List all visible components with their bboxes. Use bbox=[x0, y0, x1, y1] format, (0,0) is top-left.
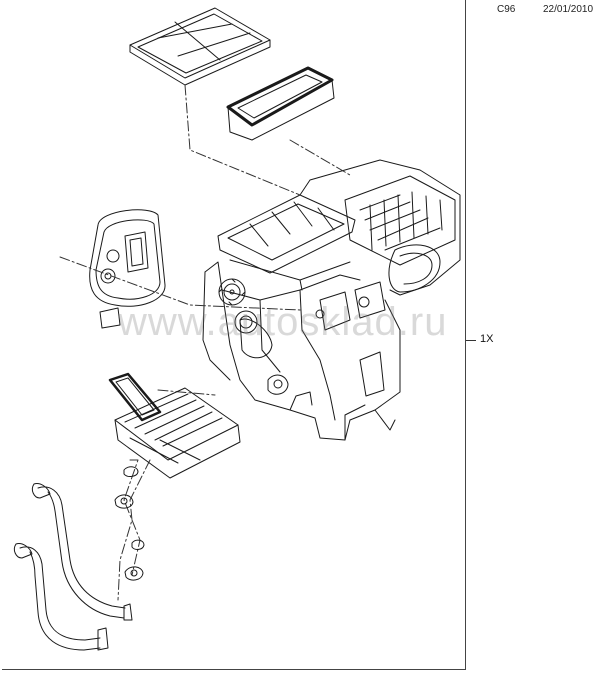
callout-label: 1X bbox=[480, 333, 494, 345]
heater-core-gasket bbox=[108, 372, 162, 422]
hvac-module-housing bbox=[202, 159, 461, 441]
diagram-code: C96 bbox=[497, 4, 516, 15]
leader-lines bbox=[59, 84, 351, 601]
diagram-date: 22/01/2010 bbox=[543, 4, 594, 15]
blower-motor bbox=[388, 244, 441, 293]
watermark: www.autosklad.ru bbox=[118, 300, 448, 344]
filter-seal-gasket bbox=[226, 66, 335, 141]
grommets bbox=[114, 466, 145, 581]
actuator-gears bbox=[218, 278, 258, 334]
coolant-hose-outlet bbox=[13, 543, 109, 651]
side-cover-plate bbox=[89, 209, 166, 329]
heater-core bbox=[114, 387, 241, 479]
drawing-frame bbox=[2, 0, 466, 670]
cabin-air-filter-frame bbox=[129, 7, 271, 86]
callout-leader bbox=[466, 340, 476, 341]
coolant-hose-inlet bbox=[31, 483, 133, 621]
